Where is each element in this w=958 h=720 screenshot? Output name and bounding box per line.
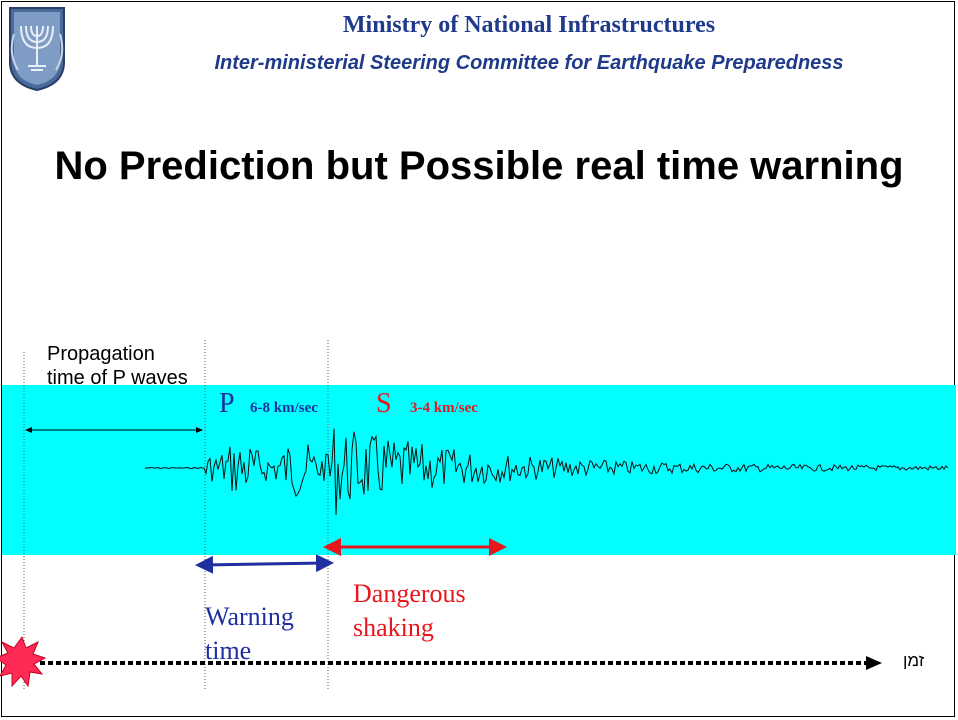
- warning-time-arrow: [195, 554, 334, 574]
- menorah-emblem-icon: [9, 7, 65, 92]
- warning-time-label: Warning time: [205, 602, 294, 665]
- propagation-time-label: Propagation time of P waves: [47, 343, 188, 389]
- time-axis-label: זמן: [903, 651, 925, 670]
- ministry-heading: Ministry of National Infrastructures: [342, 12, 716, 38]
- committee-subheading: Inter-ministerial Steering Committee for…: [214, 52, 844, 74]
- s-wave-speed: 3-4 km/sec: [410, 400, 478, 416]
- p-wave-speed: 6-8 km/sec: [250, 400, 318, 416]
- seismogram-band: [2, 385, 956, 555]
- earthquake-burst-icon: [0, 635, 47, 688]
- s-wave-letter: S: [376, 388, 392, 419]
- slide-title: No Prediction but Possible real time war…: [54, 144, 904, 188]
- time-axis-arrowhead: [866, 656, 882, 670]
- seismogram-trace: [145, 428, 949, 516]
- p-wave-letter: P: [219, 388, 235, 419]
- dangerous-shaking-label: Dangerous shaking: [353, 579, 466, 642]
